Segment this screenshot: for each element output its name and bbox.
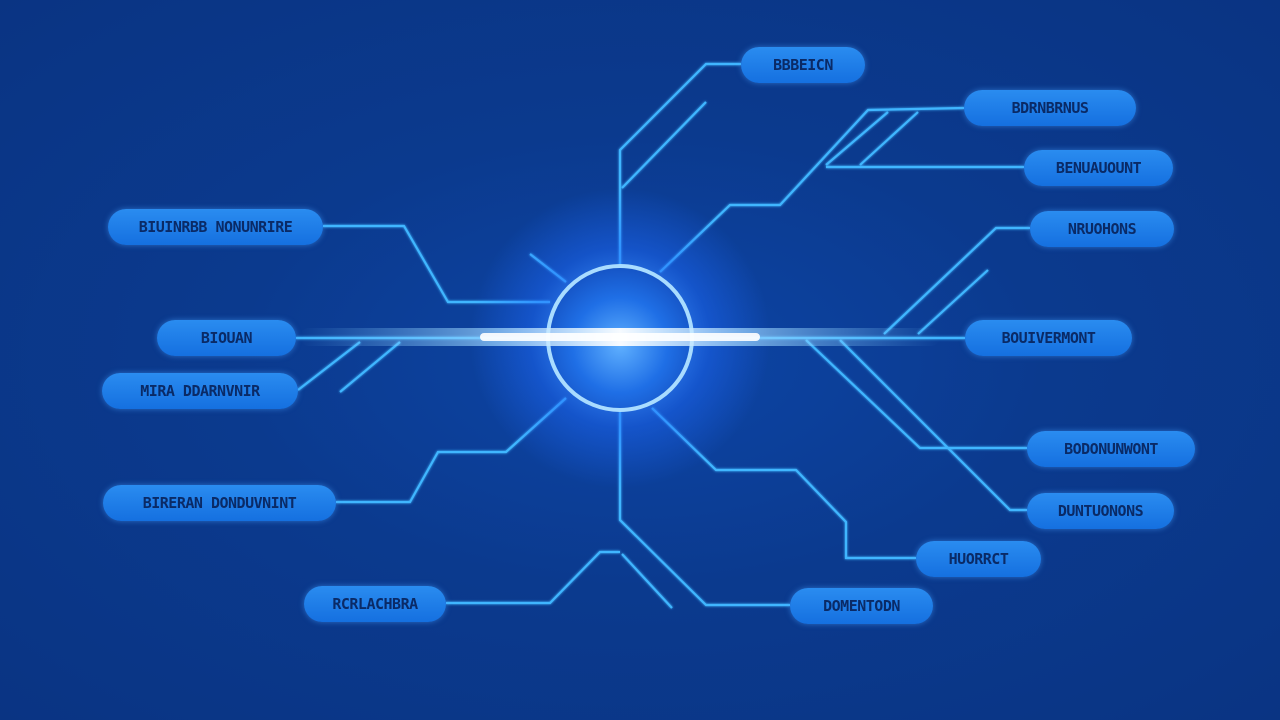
edge-lowright-duntuonons (839, 339, 1027, 512)
edge-lowright-bodonunwont (805, 339, 1027, 450)
hub-flare-core (480, 333, 760, 341)
node-domentodn[interactable]: DOMENTODN (790, 588, 933, 624)
edge-right-deco (917, 269, 989, 335)
edge-bottom-rcrlachbra (446, 550, 620, 605)
edge-bottom-deco (621, 553, 673, 609)
node-benuauount[interactable]: BENUAUOUNT (1024, 150, 1173, 186)
node-nruohons[interactable]: NRUOHONS (1030, 211, 1174, 247)
node-bodonunwont[interactable]: BODONUNWONT (1027, 431, 1195, 467)
node-huorrct[interactable]: HUORRCT (916, 541, 1041, 577)
node-biuinrbb-nonunrire[interactable]: BIUINRBB NONUNRIRE (108, 209, 323, 245)
node-bbbeicn[interactable]: BBBEICN (741, 47, 865, 83)
edge-top-deco (621, 101, 707, 189)
edge-upright-deco-b (859, 111, 919, 166)
node-rcrlachbra[interactable]: RCRLACHBRA (304, 586, 446, 622)
edge-left-mira (297, 341, 361, 391)
node-birerean-donduvnint[interactable]: BIRERAN DONDUVNINT (103, 485, 336, 521)
node-duntuonons[interactable]: DUNTUONONS (1027, 493, 1174, 529)
node-bouivermont[interactable]: BOUIVERMONT (965, 320, 1132, 356)
edge-left-mira-deco (339, 341, 401, 393)
node-bdrnbrnus[interactable]: BDRNBRNUS (964, 90, 1136, 126)
edge-right-nruohons (883, 226, 1030, 335)
node-mira-ddarnvnir[interactable]: MIRA DDARNVNIR (102, 373, 298, 409)
edge-upright-deco-a (825, 111, 889, 166)
node-biouan[interactable]: BIOUAN (157, 320, 296, 356)
